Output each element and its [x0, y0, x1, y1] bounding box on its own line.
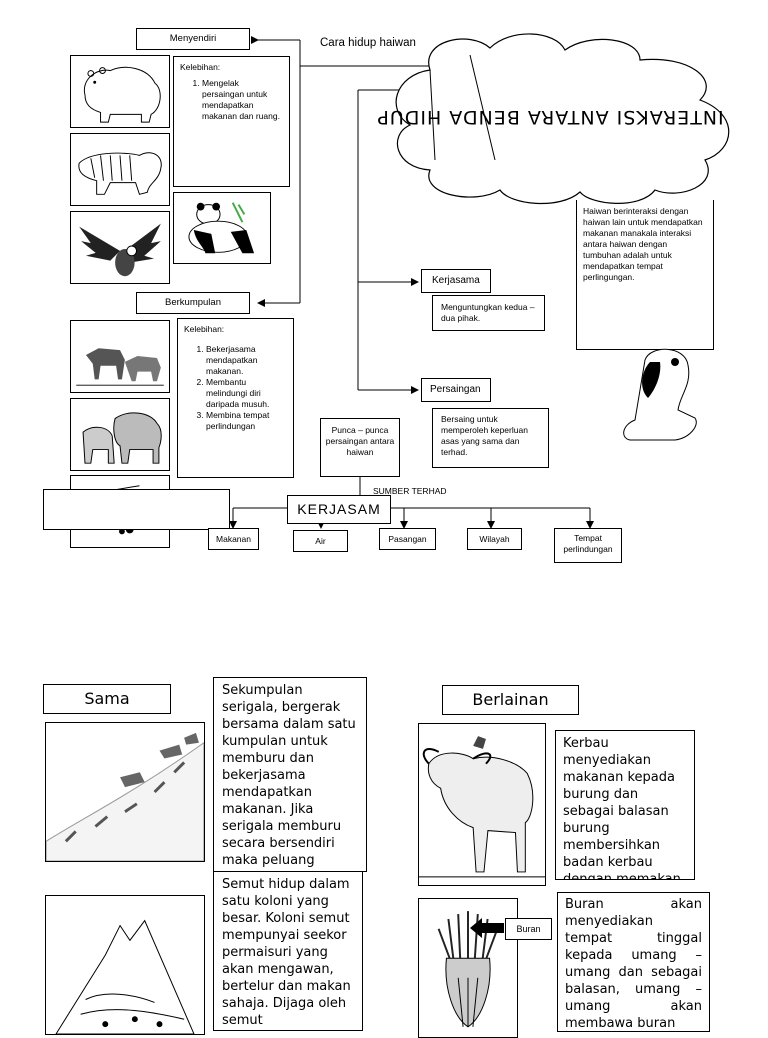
wolves-image	[70, 320, 170, 393]
wolf-pack-image	[45, 722, 205, 862]
persaingan-desc: Bersaing untuk memperoleh keperluan asas…	[432, 408, 549, 468]
kelebihan1-item: Mengelak persaingan untuk mendapatkan ma…	[202, 78, 283, 122]
resource-tempat-perlindungan: Tempat perlindungan	[554, 528, 622, 563]
berkumpulan-label: Berkumpulan	[136, 292, 250, 314]
eagle-image	[70, 211, 170, 284]
kelebihan-menyendiri-box: Kelebihan: Mengelak persaingan untuk men…	[173, 56, 290, 187]
kerjasama-label: Kerjasama	[421, 269, 491, 293]
blank-box	[43, 489, 230, 530]
tiger-image	[70, 133, 170, 206]
bird-drawing	[600, 340, 720, 455]
panda-image	[173, 192, 271, 264]
resource-pasangan: Pasangan	[379, 528, 436, 550]
resource-wilayah: Wilayah	[467, 528, 522, 550]
buffalo-with-bird-image	[418, 723, 546, 886]
sama-title: Sama	[43, 684, 171, 714]
kerbau-text: Kerbau menyediakan makanan kepada burung…	[563, 736, 681, 880]
resource-air: Air	[293, 530, 348, 552]
cloud-title: INTERAKSI ANTARA BENDA HIDUP	[370, 106, 730, 128]
kelebihan2-heading: Kelebihan:	[184, 324, 287, 335]
buran-text-box: Buran akan menyediakan tempat tinggal ke…	[557, 892, 710, 1032]
kerjasama-desc: Menguntungkan kedua – dua pihak.	[432, 295, 545, 331]
serigala-text: Sekumpulan serigala, bergerak bersama da…	[222, 683, 356, 868]
kerjasam-title: KERJASAM	[287, 495, 391, 524]
ant-colony-image	[45, 895, 205, 1035]
kelebihan-berkumpulan-box: Kelebihan: Bekerjasama mendapatkan makan…	[177, 318, 294, 478]
menyendiri-label: Menyendiri	[136, 28, 250, 50]
serigala-text-box: Sekumpulan serigala, bergerak bersama da…	[213, 677, 367, 872]
semut-text-box: Semut hidup dalam satu koloni yang besar…	[213, 871, 363, 1031]
kelebihan2-item: Membina tempat perlindungan	[206, 410, 287, 432]
cara-hidup-label: Cara hidup haiwan	[320, 37, 416, 49]
semut-text: Semut hidup dalam satu koloni yang besar…	[222, 877, 351, 1028]
info-text: Haiwan berinteraksi dengan haiwan lain u…	[583, 206, 703, 282]
buran-arrow-icon	[470, 918, 504, 938]
kelebihan2-item: Bekerjasama mendapatkan makanan.	[206, 344, 287, 377]
berlainan-title: Berlainan	[442, 685, 579, 715]
kelebihan1-heading: Kelebihan:	[180, 62, 283, 73]
kelebihan2-item: Membantu melindungi diri daripada musuh.	[206, 377, 287, 410]
buran-label: Buran	[505, 918, 552, 940]
elephants-image	[70, 398, 170, 471]
kerbau-text-box: Kerbau menyediakan makanan kepada burung…	[555, 730, 695, 880]
polar-bear-image	[70, 55, 170, 128]
info-text-box: Haiwan berinteraksi dengan haiwan lain u…	[576, 200, 714, 350]
buran-text: Buran akan menyediakan tempat tinggal ke…	[565, 897, 702, 1031]
persaingan-label: Persaingan	[421, 378, 491, 402]
resource-makanan: Makanan	[208, 528, 259, 550]
punca-box: Punca – punca persaingan antara haiwan	[320, 418, 400, 477]
